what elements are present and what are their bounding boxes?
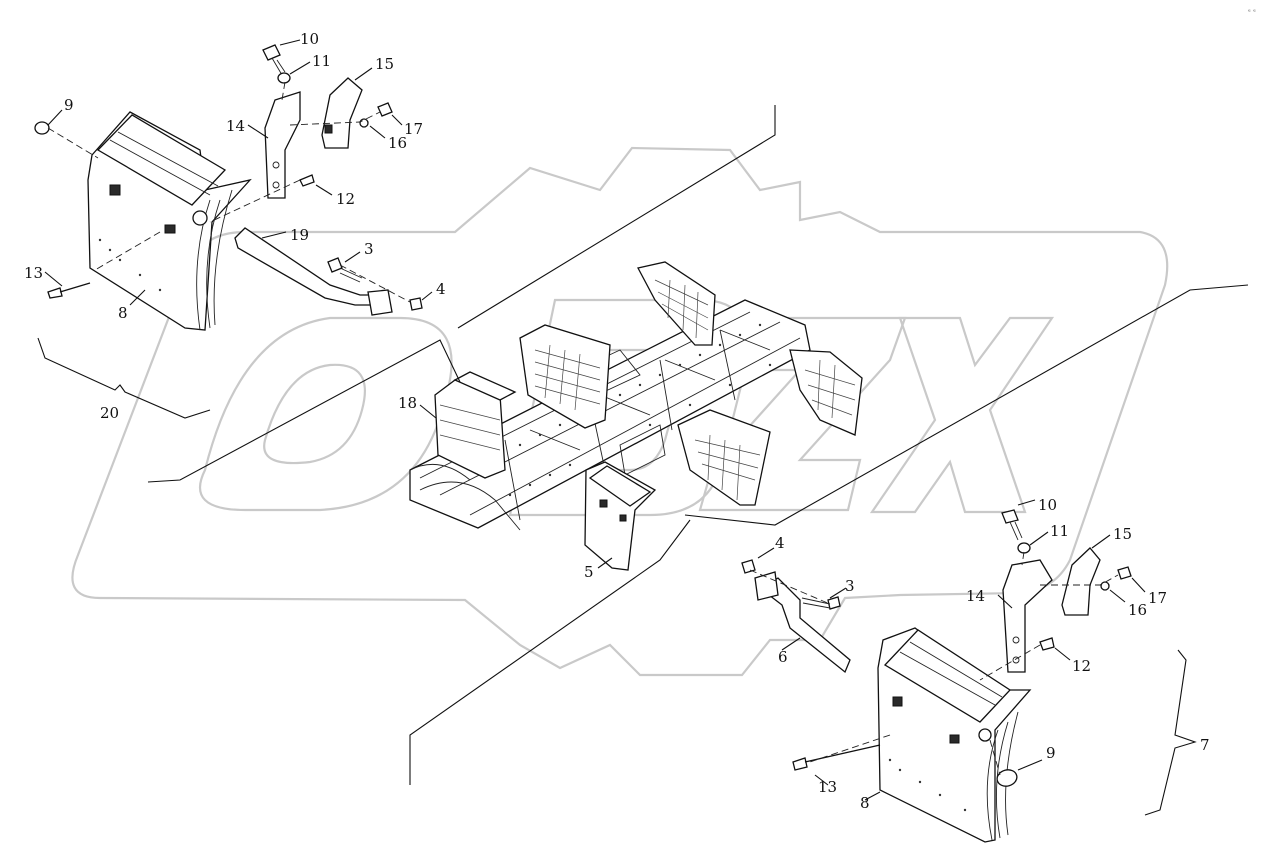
chassis-fender-18 — [434, 371, 517, 479]
left-bolt-3 — [327, 257, 363, 283]
callout-label: 3 — [364, 240, 374, 258]
left-washer-16 — [359, 118, 369, 128]
right-washer-11 — [1017, 542, 1031, 554]
callout-label: 13 — [24, 264, 43, 282]
callout-label: 9 — [64, 96, 74, 114]
callout-label: 15 — [1113, 525, 1132, 543]
callout-label: 10 — [1038, 496, 1057, 514]
callout-label: 4 — [775, 534, 785, 552]
callout-label: 4 — [436, 280, 446, 298]
right-nut-17 — [1117, 566, 1132, 580]
right-bolt-10 — [1001, 509, 1023, 541]
left-nut-4 — [409, 297, 423, 311]
right-nut-4 — [741, 559, 756, 574]
callout-label: 17 — [404, 120, 423, 138]
callout-label: 20 — [100, 404, 119, 422]
callout-label: 12 — [1072, 657, 1091, 675]
chassis-fender-upper-left — [519, 324, 611, 429]
left-nut-17 — [377, 102, 393, 117]
callout-label: 8 — [118, 304, 128, 322]
left-bolt-10 — [262, 44, 286, 76]
callout-label: 19 — [290, 226, 309, 244]
callout-label: 14 — [226, 117, 245, 135]
callout-label: 16 — [1128, 601, 1147, 619]
callout-label: 5 — [584, 563, 594, 581]
callout-label: 11 — [1050, 522, 1069, 540]
callout-label: 3 — [845, 577, 855, 595]
right-clamp-15 — [1061, 547, 1101, 616]
left-bracket-14 — [264, 91, 301, 199]
left-bolt-12 — [299, 174, 315, 187]
callout-label: 16 — [388, 134, 407, 152]
left-washer-11 — [277, 72, 291, 84]
callout-label: 10 — [300, 30, 319, 48]
callout-label: 18 — [398, 394, 417, 412]
left-bolt-13 — [47, 282, 91, 299]
callout-label: 12 — [336, 190, 355, 208]
right-bolt-12 — [1039, 637, 1055, 651]
left-clamp-15 — [321, 77, 363, 149]
assembly-axes — [47, 81, 1119, 776]
center-fender-5 — [584, 461, 657, 571]
callout-label: 15 — [375, 55, 394, 73]
right-bolt-3 — [801, 596, 841, 610]
callout-label: 17 — [1148, 589, 1167, 607]
chassis-fender-upper-right — [637, 261, 716, 346]
callout-label: 7 — [1200, 736, 1210, 754]
callout-label: 9 — [1046, 744, 1056, 762]
left-pipe-19 — [234, 227, 393, 316]
right-mudguard-8 — [877, 627, 1032, 843]
callout-label: 14 — [966, 587, 985, 605]
left-cap-9 — [34, 121, 50, 135]
right-pipe-6 — [754, 571, 851, 674]
chassis-fender-right-front — [677, 409, 771, 506]
right-washer-16 — [1100, 581, 1110, 591]
right-bracket-14 — [1002, 559, 1053, 673]
callout-label: 8 — [860, 794, 870, 812]
right-cap-9 — [996, 769, 1018, 787]
callout-label: 11 — [312, 52, 331, 70]
callout-label: 13 — [818, 778, 837, 796]
corner-mark: ᵉ ᵉ — [1248, 8, 1256, 16]
callout-labels: 10 11 15 9 14 17 16 12 19 3 4 13 8 20 18… — [24, 8, 1256, 812]
right-bolt-13 — [792, 744, 881, 771]
chassis-fender-right-rear — [789, 349, 863, 436]
left-mudguard-8 — [87, 111, 252, 331]
callout-label: 6 — [778, 648, 788, 666]
leader-lines — [37, 39, 1249, 816]
